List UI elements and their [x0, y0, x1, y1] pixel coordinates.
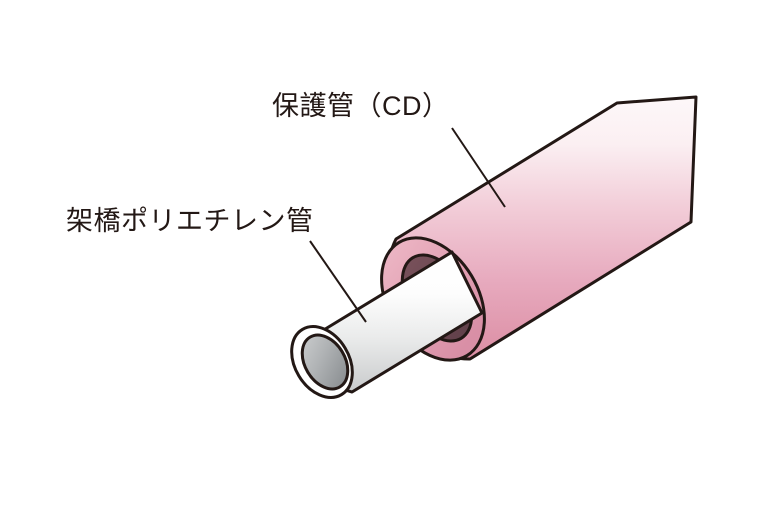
- leader-line-conduit: [451, 127, 506, 208]
- inner-pipe-bore: [300, 333, 350, 391]
- inner-pipe: [290, 250, 484, 399]
- leader-line-pipe: [309, 240, 367, 323]
- leader-lines: [309, 127, 506, 323]
- label-conduit: 保護管（CD）: [272, 91, 450, 121]
- labels: 保護管（CD） 架橋ポリエチレン管: [66, 91, 450, 236]
- conduit-assembly: [290, 95, 698, 399]
- label-inner-pipe: 架橋ポリエチレン管: [66, 206, 314, 236]
